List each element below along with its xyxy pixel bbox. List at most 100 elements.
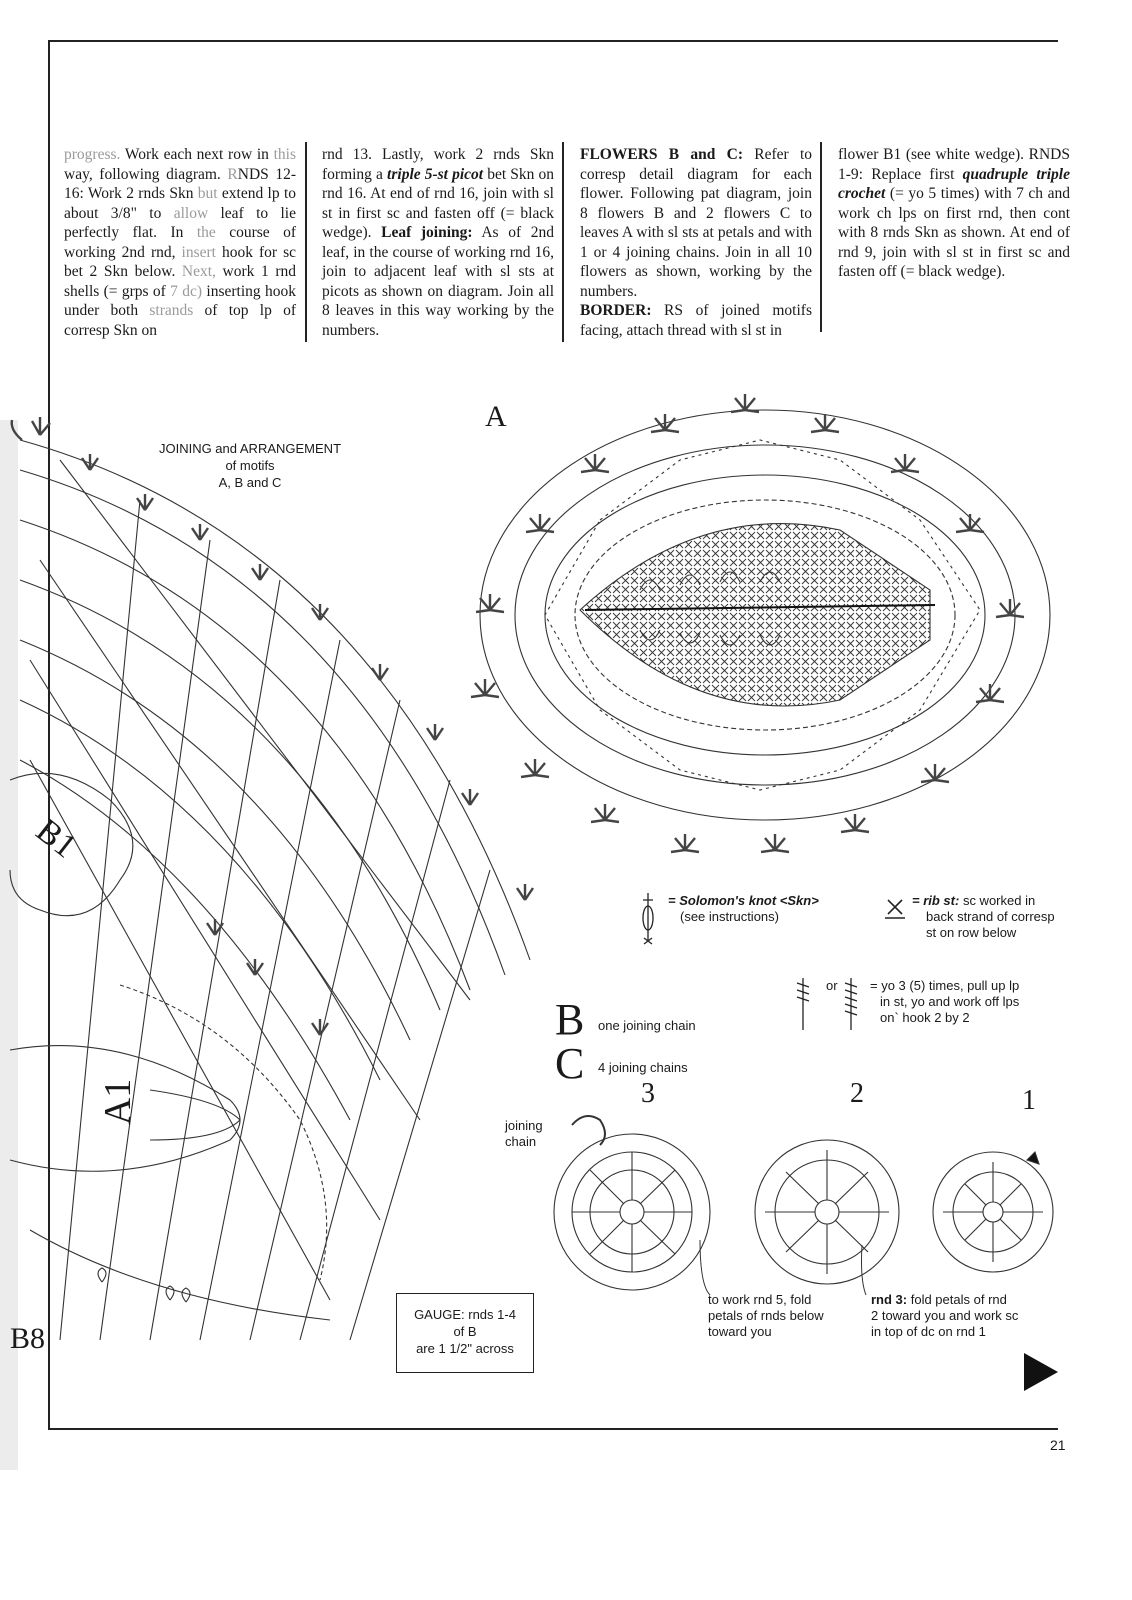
heading-text: Leaf joining: xyxy=(381,224,473,241)
page-number: 21 xyxy=(1050,1437,1066,1453)
emphasis-text: triple 5-st picot xyxy=(387,165,484,183)
faint-text: 7 dc) xyxy=(170,282,203,300)
gauge-line: GAUGE: rnds 1-4 xyxy=(414,1307,516,1322)
column-4-paragraph: flower B1 (see white wedge). RNDS 1-9: R… xyxy=(838,145,1070,282)
gauge-line: are 1 1/2" across xyxy=(416,1341,514,1356)
column-3-paragraph-1: FLOWERS B and C: Refer to corresp detail… xyxy=(580,145,812,301)
text-column-3: FLOWERS B and C: Refer to corresp detail… xyxy=(580,145,812,340)
text-column-1: progress. Work each next row in this way… xyxy=(64,145,296,340)
motif-a1-label: A1 xyxy=(97,1078,140,1126)
join-b-letter: B xyxy=(555,995,585,1044)
column-3-paragraph-2: BORDER: RS of joined motifs facing, atta… xyxy=(580,301,812,340)
column-divider-1 xyxy=(305,142,307,342)
next-page-arrow-icon xyxy=(1024,1353,1058,1391)
rnd-5-note: to work rnd 5, fold petals of rnds below… xyxy=(708,1292,824,1340)
text-run: flower B1 (see white wedge). RNDS 1-9: R… xyxy=(838,146,1070,183)
text-run: of top lp of corresp Skn on xyxy=(64,302,296,339)
text-run: course of working 2nd rnd, xyxy=(64,224,296,261)
frame-left-rule xyxy=(48,40,50,1430)
legend-desc: = yo 3 (5) times, pull up lp xyxy=(870,978,1020,993)
leader-line xyxy=(861,1244,867,1296)
column-2-paragraph: rnd 13. Lastly, work 2 rnds Skn forming … xyxy=(322,145,554,340)
note-line: fold petals of rnd xyxy=(907,1292,1007,1307)
label-line: chain xyxy=(505,1134,537,1149)
flower-number-3: 3 xyxy=(641,1078,655,1109)
flower-number-2: 2 xyxy=(850,1078,864,1109)
heading-text: FLOWERS B and C: xyxy=(580,146,743,163)
note-line: 2 toward you and work sc xyxy=(871,1308,1019,1323)
join-b-text: one joining chain xyxy=(598,1018,696,1033)
motif-b8-label: B8 xyxy=(10,1322,46,1355)
faint-text: R xyxy=(227,165,238,183)
note-line: in top of dc on rnd 1 xyxy=(871,1324,986,1339)
legend-term: = Solomon's knot <Skn> xyxy=(668,893,819,908)
text-run: Work each next row in xyxy=(120,146,274,163)
legend-yarn-over: = yo 3 (5) times, pull up lp in st, yo a… xyxy=(870,978,1019,1026)
join-c-text: 4 joining chains xyxy=(598,1060,688,1075)
column-1-paragraph: progress. Work each next row in this way… xyxy=(64,145,296,340)
flower-diagram-1 xyxy=(932,1150,1054,1273)
legend-desc: in st, yo and work off lps xyxy=(880,994,1020,1009)
text-run: inserting hook under both xyxy=(64,282,296,320)
text-run: NDS 12-16: Work 2 rnds Skn xyxy=(64,165,297,203)
text-run: bet Skn on rnd 16. At end of rnd 16, joi… xyxy=(322,165,554,242)
legend-note: (see instructions) xyxy=(680,909,779,924)
faint-text: this xyxy=(273,146,296,163)
note-heading: rnd 3: xyxy=(871,1292,908,1307)
text-column-2: rnd 13. Lastly, work 2 rnds Skn forming … xyxy=(322,145,554,340)
text-run: extend lp to about 3/8" to xyxy=(64,185,297,222)
title-line: JOINING and ARRANGEMENT xyxy=(158,441,342,456)
motif-a-diagram xyxy=(469,394,1051,854)
text-run: Refer to corresp detail diagram for each… xyxy=(580,146,813,300)
text-run: leaf to lie perfectly flat. In xyxy=(64,204,296,242)
legend-rib-stitch: = rib st: sc worked in back strand of co… xyxy=(912,893,1055,941)
legend-solomons-knot: = Solomon's knot <Skn> (see instructions… xyxy=(668,893,819,925)
frame-top-rule xyxy=(48,40,1058,42)
text-run: rnd 13. Lastly, work 2 rnds Skn forming … xyxy=(322,146,554,183)
text-column-4: flower B1 (see white wedge). RNDS 1-9: R… xyxy=(838,145,1070,282)
joining-arrangement-diagram xyxy=(9,417,534,1341)
faint-text: progress. xyxy=(64,146,121,163)
emphasis-text: quadruple triple crochet xyxy=(838,165,1070,203)
gauge-line: of B xyxy=(453,1324,477,1339)
text-run: way, following diagram. xyxy=(64,165,228,183)
legend-desc: sc worked in xyxy=(959,893,1036,908)
title-line: of motifs xyxy=(225,458,275,473)
rnd-3-note: rnd 3: fold petals of rnd 2 toward you a… xyxy=(871,1292,1018,1340)
flower-diagram-2 xyxy=(754,1139,900,1285)
text-run: hook for sc bet 2 Skn below. xyxy=(64,243,296,281)
column-divider-2 xyxy=(562,142,564,342)
legend-term: = rib st: xyxy=(912,893,960,908)
faint-text: the xyxy=(196,224,216,241)
flower-diagram-3 xyxy=(553,1115,711,1291)
joining-chain-label: joining chain xyxy=(505,1118,543,1150)
faint-text: Next, xyxy=(181,263,216,280)
faint-text: but xyxy=(197,185,218,202)
faint-text: strands xyxy=(149,302,194,319)
legend-symbols xyxy=(642,893,905,1030)
text-run: RS of joined motifs facing, attach threa… xyxy=(580,302,812,339)
join-c-letter: C xyxy=(555,1039,585,1088)
text-run: (= yo 5 times) with 7 ch and work ch lps… xyxy=(838,185,1070,280)
label-line: joining xyxy=(505,1118,543,1133)
title-line: A, B and C xyxy=(218,475,282,490)
faint-text: allow xyxy=(173,204,209,222)
note-line: toward you xyxy=(708,1324,772,1339)
joining-arrangement-title: JOINING and ARRANGEMENT of motifs A, B a… xyxy=(150,440,350,491)
legend-or: or xyxy=(826,978,838,993)
faint-text: insert xyxy=(181,243,216,261)
frame-bottom-rule xyxy=(48,1428,1058,1430)
text-run: work 1 rnd shells (= grps of xyxy=(64,263,296,300)
note-line: petals of rnds below xyxy=(708,1308,824,1323)
flower-number-1: 1 xyxy=(1022,1085,1036,1116)
note-line: to work rnd 5, fold xyxy=(708,1292,812,1307)
text-run: As of 2nd leaf, in the course of working… xyxy=(322,224,554,339)
column-divider-3 xyxy=(820,142,822,332)
heading-text: BORDER: xyxy=(580,302,652,319)
motif-a-label: A xyxy=(485,400,507,433)
legend-desc: on` hook 2 by 2 xyxy=(880,1010,970,1025)
legend-desc: st on row below xyxy=(926,925,1017,940)
legend-desc: back strand of corresp xyxy=(926,909,1055,924)
page-edge-shade xyxy=(0,420,18,1470)
